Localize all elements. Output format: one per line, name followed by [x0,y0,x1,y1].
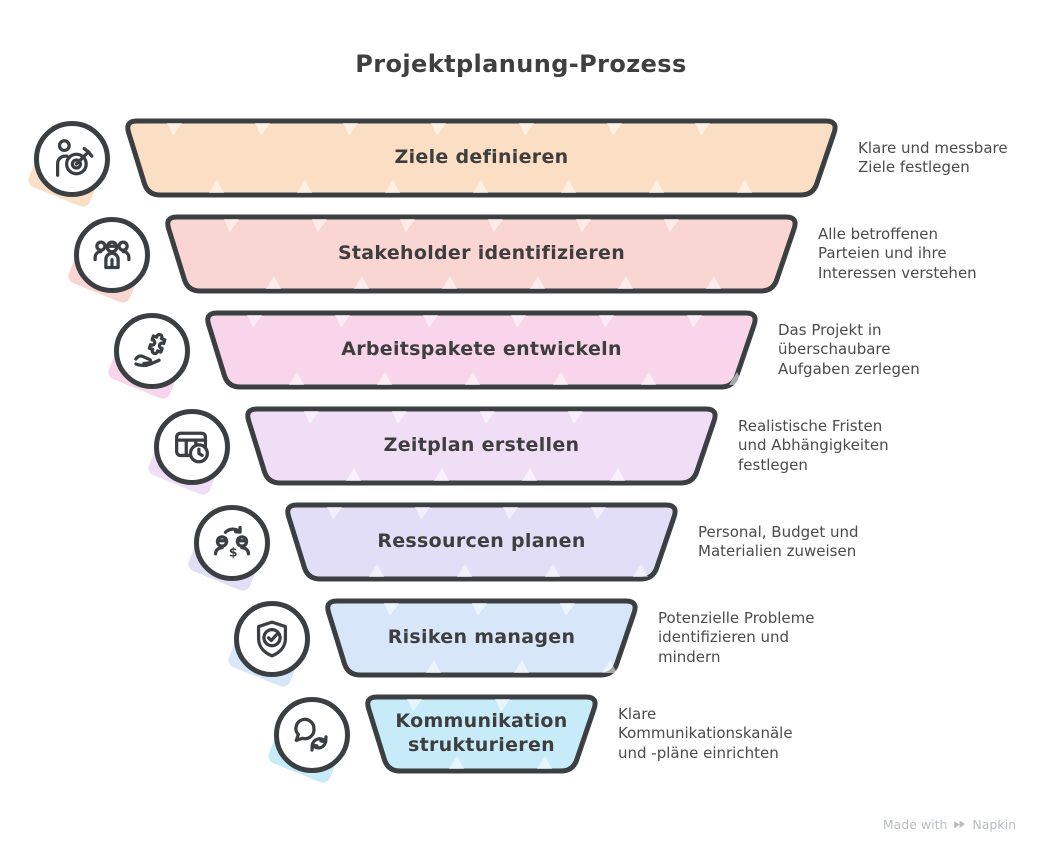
stage-description: Personal, Budget und Materialien zuweise… [698,505,874,579]
stage-label: Ressourcen planen [377,530,586,553]
stage-label: Arbeitspakete entwickeln [341,338,622,361]
brand-text: Napkin [972,817,1016,832]
stage-icon-wrap [26,121,112,209]
funnel-bar [165,214,798,294]
stage-description: Alle betroffenen Parteien und ihre Inter… [818,217,994,291]
funnel-bar [205,310,758,390]
stage-label: Stakeholder identifizieren [337,242,626,265]
stage-icon-wrap [106,313,192,401]
description-line: festlegen [738,455,808,474]
funnel-bar [245,406,718,486]
chat-sync-icon [274,697,350,773]
funnel-bar [325,598,638,678]
schedule-clock-icon [154,409,230,485]
paint-blob [266,699,352,785]
stage-icon-wrap [66,217,152,305]
paint-blob [146,411,232,497]
stage-icon-wrap [226,601,312,689]
description-line: Potenzielle Probleme [658,608,815,627]
shield-check-icon [234,601,310,677]
description-line: Alle betroffenen [818,224,939,243]
stage-description: Klare und messbare Ziele festlegen [858,121,1034,195]
paint-blob [66,219,152,305]
description-line: Aufgaben zerlegen [778,359,920,378]
stage-label: Risiken managen [387,626,576,649]
stage-icon-wrap: $ [186,505,272,593]
description-line: Klare und messbare [858,138,1008,157]
stage-label: Ziele definieren [394,146,569,169]
description-line: identifizieren und [658,628,790,647]
paint-blob [186,507,272,593]
description-line: Personal, Budget und [698,522,859,541]
stage-description: Klare Kommunikationskanäle und -pläne ei… [618,697,794,771]
funnel-bar [285,502,678,582]
paint-blob [26,123,112,209]
stakeholders-group-icon [74,217,150,293]
paint-blob [226,603,312,689]
made-with-text: Made with [882,817,948,832]
hand-puzzle-icon [114,313,190,389]
stage-description: Realistische Fristen und Abhängigkeiten … [738,409,914,483]
page-title: Projektplanung-Prozess [355,50,687,78]
description-line: Ziele festlegen [858,158,970,176]
description-line: mindern [658,647,721,666]
description-line: Klare [618,704,657,723]
description-line: Das Projekt in [778,320,882,339]
description-line: Materialien zuweisen [698,542,857,560]
funnel-bar [125,118,838,198]
people-budget-icon: $ [194,505,270,581]
paint-blob [106,315,192,401]
person-target-icon [34,121,110,197]
description-line: Kommunikationskanäle [618,724,793,743]
stage-description: Potenzielle Probleme identifizieren und … [658,601,834,675]
stage-label: Kommunikation strukturieren [395,710,568,756]
description-line: überschaubare [778,340,891,359]
description-line: Realistische Fristen [738,416,883,435]
svg-text:$: $ [229,544,238,559]
description-line: Parteien und ihre [818,244,947,263]
stage-icon-wrap [266,697,352,785]
made-with-napkin: Made with Napkin [883,817,1016,832]
description-line: und Abhängigkeiten [738,436,889,455]
description-line: und -pläne einrichten [618,743,779,762]
stage-description: Das Projekt in überschaubare Aufgaben ze… [778,313,954,387]
description-line: Interessen verstehen [818,263,977,282]
funnel-bar [365,694,598,774]
stage-icon-wrap [146,409,232,497]
napkin-logo-icon [954,820,966,829]
stage-label: Zeitplan erstellen [383,434,580,457]
